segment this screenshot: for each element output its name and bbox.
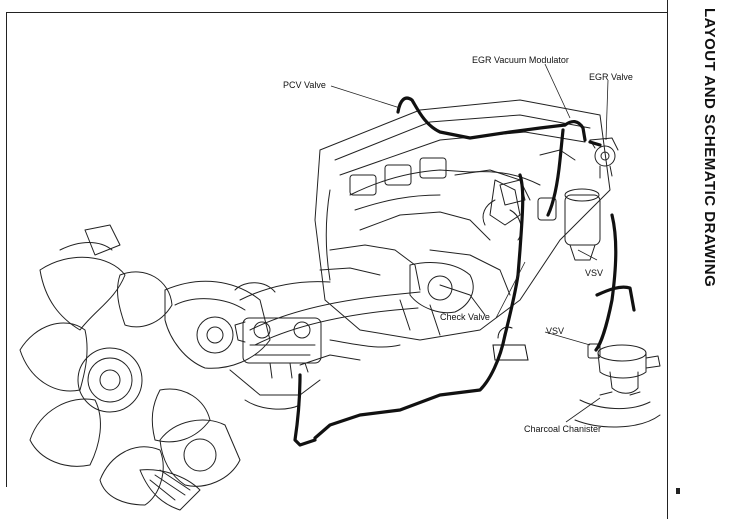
frame-top-line xyxy=(6,12,667,13)
side-title: LAYOUT AND SCHEMATIC DRAWING xyxy=(701,8,718,288)
engine-block xyxy=(314,99,611,341)
label-check-valve: Check Valve xyxy=(440,312,490,322)
side-title-container: LAYOUT AND SCHEMATIC DRAWING xyxy=(668,0,750,519)
intake-runners xyxy=(239,149,576,366)
cooling-fan xyxy=(19,224,211,506)
frame-right-line xyxy=(667,0,668,519)
vacuum-hoses xyxy=(293,96,636,447)
label-vsv-lower: VSV xyxy=(546,326,565,336)
throttle-body xyxy=(234,317,322,379)
label-pcv-valve: PCV Valve xyxy=(283,80,326,90)
distributor-assembly xyxy=(482,179,601,261)
label-vsv-upper: VSV xyxy=(585,268,604,278)
frame-left-line xyxy=(6,12,7,487)
label-egr-vacuum-modulator: EGR Vacuum Modulator xyxy=(472,55,569,65)
engine-front xyxy=(139,280,321,511)
charcoal-canister xyxy=(574,343,661,428)
label-charcoal-canister: Charcoal Chanister xyxy=(524,424,602,434)
label-egr-valve: EGR Valve xyxy=(589,72,633,82)
corner-mark xyxy=(676,488,680,494)
leader-lines xyxy=(330,63,609,423)
